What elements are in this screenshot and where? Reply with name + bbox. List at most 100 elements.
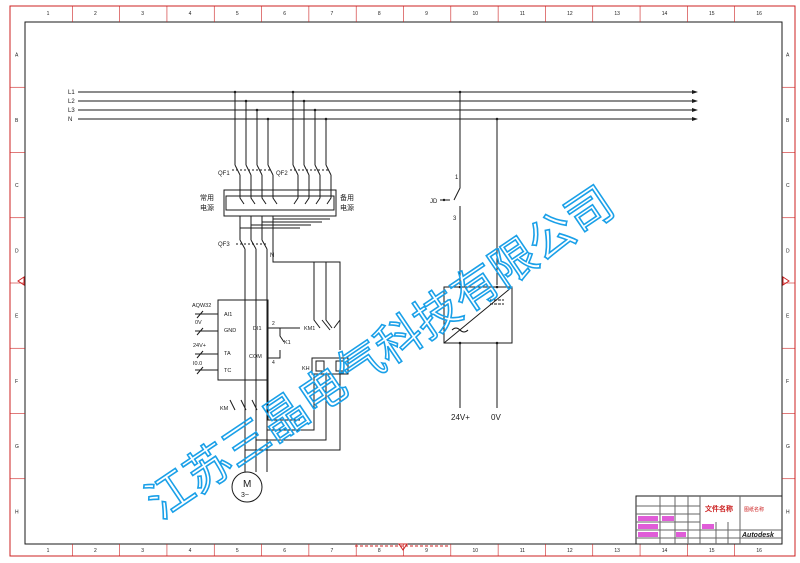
backup-source-label: 备用电源 bbox=[340, 193, 354, 212]
psu-24v-label: 24V+ bbox=[451, 413, 470, 422]
motor-label: M bbox=[243, 479, 251, 490]
frame-col-num-bottom: 3 bbox=[141, 548, 144, 554]
frame-col-num-top: 13 bbox=[614, 11, 620, 17]
km1-label: KM1 bbox=[304, 326, 315, 332]
frame-col-num-top: 7 bbox=[331, 11, 334, 17]
frame-row-letter-left: D bbox=[15, 248, 19, 254]
frame-row-letter-right: F bbox=[786, 379, 789, 385]
frame-col-num-top: 11 bbox=[520, 11, 525, 17]
frame-row-letter-left: B bbox=[15, 118, 19, 124]
frame-row-letter-left: F bbox=[15, 379, 18, 385]
kh-label: KH bbox=[302, 366, 310, 372]
frame-col-num-bottom: 7 bbox=[331, 548, 334, 554]
frame-col-num-top: 3 bbox=[141, 11, 144, 17]
main-source-label: 常用电源 bbox=[200, 193, 214, 212]
frame-col-num-bottom: 1 bbox=[47, 548, 50, 554]
label-i00: I0.0 bbox=[193, 361, 202, 367]
km-label: KM bbox=[220, 406, 229, 412]
inner-frame bbox=[24, 21, 783, 545]
frame-col-num-top: 5 bbox=[236, 11, 239, 17]
frame-col-num-top: 8 bbox=[378, 11, 381, 17]
power-supply: 24V+ 0V bbox=[443, 285, 513, 422]
frame-col-num-top: 15 bbox=[709, 11, 715, 17]
frame-row-letter-right: C bbox=[786, 183, 790, 189]
bus-label-l1: L1 bbox=[68, 90, 75, 96]
right-center-mark bbox=[782, 276, 790, 286]
frame-col-num-bottom: 8 bbox=[378, 548, 381, 554]
relay-jd-label: JD bbox=[430, 199, 438, 205]
pin-num-4: 4 bbox=[272, 360, 275, 366]
frame-row-letter-right: B bbox=[786, 118, 790, 124]
frame-col-num-bottom: 9 bbox=[425, 548, 428, 554]
frame-col-num-top: 9 bbox=[425, 11, 428, 17]
frame-col-num-top: 12 bbox=[567, 11, 573, 17]
title-drawing-name: 图纸名称 bbox=[744, 506, 764, 513]
bus-drops bbox=[233, 90, 499, 285]
pin-num-2: 2 bbox=[272, 321, 275, 327]
pin-ta: TA bbox=[224, 351, 231, 357]
breaker-qf1: QF1 bbox=[218, 164, 274, 190]
frame-col-num-top: 16 bbox=[756, 11, 762, 17]
relay-pin-1: 1 bbox=[455, 175, 459, 181]
frame-col-num-bottom: 16 bbox=[756, 548, 762, 554]
frame-col-num-bottom: 12 bbox=[567, 548, 573, 554]
frame-row-letter-left: C bbox=[15, 183, 19, 189]
outer-frame bbox=[9, 5, 796, 557]
controller-box: AQW32 AI1 GND TA TC DI1 COM 2 4 0V 24V+ … bbox=[192, 299, 300, 381]
pin-com: COM bbox=[249, 354, 262, 360]
relay-pin-3: 3 bbox=[453, 216, 457, 222]
psu-0v-label: 0V bbox=[491, 413, 501, 422]
frame-row-letter-right: G bbox=[786, 444, 790, 450]
label-24v: 24V+ bbox=[193, 343, 206, 349]
relay-jd: JD 1 3 bbox=[430, 175, 461, 285]
frame-row-letter-left: A bbox=[15, 53, 19, 59]
frame-row-letter-right: A bbox=[786, 53, 790, 59]
bus-label-n: N bbox=[68, 117, 72, 123]
frame-col-num-bottom: 10 bbox=[472, 548, 478, 554]
qf3-label: QF3 bbox=[218, 242, 230, 248]
company-watermark: 江苏三晶电气科技有限公司 bbox=[136, 176, 624, 529]
frame-col-num-bottom: 14 bbox=[662, 548, 668, 554]
bus-label-l3: L3 bbox=[68, 108, 75, 114]
frame-col-num-bottom: 4 bbox=[189, 548, 192, 554]
label-k1: K1 bbox=[284, 340, 291, 346]
motor-phase-label: 3~ bbox=[241, 492, 249, 499]
neutral-tap-label: N bbox=[270, 253, 274, 259]
frame-col-num-top: 14 bbox=[662, 11, 668, 17]
frame-col-num-top: 10 bbox=[472, 11, 478, 17]
pin-tc: TC bbox=[224, 368, 231, 374]
label-0v: 0V bbox=[195, 320, 202, 326]
frame-col-num-top: 4 bbox=[189, 11, 192, 17]
frame-row-letter-right: H bbox=[786, 509, 790, 515]
frame-col-num-bottom: 11 bbox=[520, 548, 525, 554]
frame-col-num-top: 1 bbox=[47, 11, 50, 17]
bus-label-l2: L2 bbox=[68, 99, 75, 105]
frame-row-letter-right: D bbox=[786, 248, 790, 254]
pin-di1: DI1 bbox=[253, 326, 262, 332]
pin-ai1: AI1 bbox=[224, 312, 232, 318]
frame-row-letter-left: H bbox=[15, 509, 19, 515]
pin-gnd: GND bbox=[224, 328, 236, 334]
contactor-network: KM1 KH KM bbox=[220, 262, 349, 451]
frame-col-num-top: 2 bbox=[94, 11, 97, 17]
motor: M 3~ bbox=[231, 466, 268, 503]
title-software: Autodesk bbox=[741, 532, 775, 539]
left-center-mark bbox=[17, 276, 25, 286]
bus-bars: L1 L2 L3 N bbox=[68, 90, 698, 123]
frame-col-num-bottom: 5 bbox=[236, 548, 239, 554]
transfer-switch: 常用电源 备用电源 bbox=[200, 189, 354, 240]
qf1-label: QF1 bbox=[218, 171, 230, 177]
title-file-name: 文件名称 bbox=[705, 504, 733, 513]
frame-col-num-bottom: 13 bbox=[614, 548, 620, 554]
frame-row-letter-left: E bbox=[15, 314, 19, 320]
controller-model: AQW32 bbox=[192, 303, 211, 309]
frame-column-numbers: 1122334455667788991010111112121313141415… bbox=[47, 6, 762, 556]
breaker-qf2: QF2 bbox=[276, 164, 332, 190]
bottom-center-mark bbox=[398, 543, 408, 551]
title-block: 文件名称 图纸名称 Autodesk bbox=[635, 495, 783, 545]
frame-col-num-bottom: 6 bbox=[283, 548, 286, 554]
frame-col-num-bottom: 2 bbox=[94, 548, 97, 554]
frame-col-num-bottom: 15 bbox=[709, 548, 715, 554]
